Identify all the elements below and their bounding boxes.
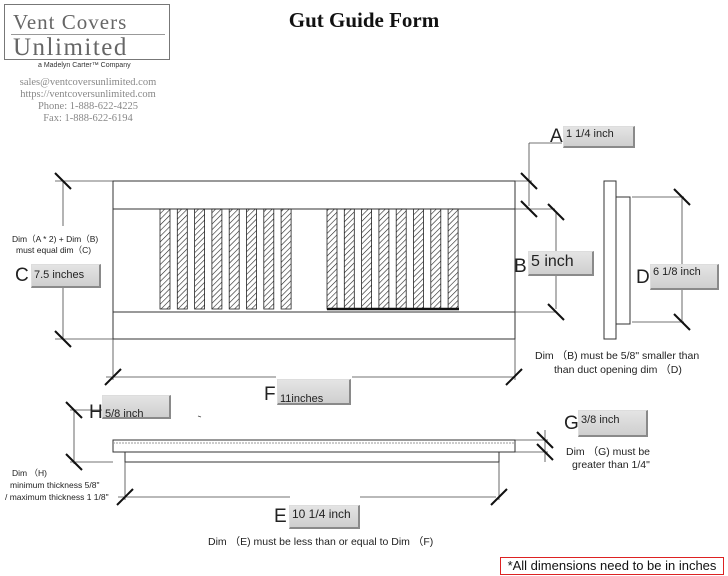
- logo-line-1: Vent Covers: [13, 10, 128, 34]
- vent-slat: [246, 208, 257, 310]
- dim-d-letter: D: [636, 267, 650, 288]
- vent-slat: [378, 208, 390, 310]
- contact-phone: Phone: 1-888-622-4225: [37, 101, 139, 112]
- front-view: [112, 180, 516, 340]
- page-title: Gut Guide Form: [288, 8, 440, 32]
- vent-slat: [361, 208, 373, 310]
- dim-f-field[interactable]: 11inches: [277, 379, 351, 405]
- note-c-line2: must equal dim（C): [16, 245, 92, 255]
- vent-slat: [263, 208, 275, 310]
- note-c-line1: Dim（A * 2) + Dim（B): [12, 234, 99, 244]
- dim-b-letter: B: [514, 256, 527, 277]
- dim-e-field[interactable]: 10 1/4 inch: [289, 505, 360, 529]
- vent-slat: [447, 208, 459, 310]
- dim-c-letter: C: [15, 265, 29, 286]
- vent-slat: [413, 208, 424, 310]
- vent-slat: [211, 208, 223, 310]
- logo-line-2: Unlimited: [13, 34, 128, 61]
- slats-left: [159, 208, 292, 310]
- dim-g-letter: G: [564, 413, 579, 434]
- dim-d-field[interactable]: 6 1/8 inch: [650, 264, 719, 290]
- note-g-line2: greater than 1/4": [572, 459, 650, 471]
- vent-slat: [430, 208, 442, 310]
- note-e: Dim （E) must be less than or equal to Di…: [208, 536, 434, 548]
- note-g-line1: Dim （G) must be: [566, 446, 651, 458]
- dim-c-field[interactable]: 7.5 inches: [31, 264, 101, 288]
- dimension-ticks: [54, 172, 691, 506]
- vent-slat: [194, 208, 206, 310]
- vent-slat: [326, 208, 338, 310]
- vent-slat: [395, 208, 407, 310]
- dim-e-letter: E: [274, 506, 287, 527]
- slats-right: [326, 208, 459, 310]
- note-b-line2: than duct opening dim （D): [554, 364, 682, 376]
- vent-slat: [228, 208, 240, 310]
- vent-slat: [343, 208, 355, 310]
- vent-slat: [159, 208, 171, 310]
- contact-website[interactable]: https://ventcoversunlimited.com: [20, 89, 156, 100]
- contact-fax: Fax: 1-888-622-6194: [43, 113, 133, 124]
- bottom-view: [70, 409, 548, 500]
- contact-email[interactable]: sales@ventcoversunlimited.com: [19, 77, 157, 88]
- company-logo: Vent Covers Unlimited: [4, 4, 170, 61]
- dim-f-letter: F: [264, 384, 276, 405]
- logo-tagline: a Madelyn Carter™ Company: [38, 62, 131, 69]
- vent-slat: [280, 208, 292, 310]
- dim-b-field[interactable]: 5 inch: [528, 251, 594, 276]
- note-h-line3: / maximum thickness 1 1/8": [5, 492, 109, 502]
- dim-a-field[interactable]: 1 1/4 inch: [563, 126, 635, 148]
- vent-slat: [176, 208, 188, 310]
- side-view: [603, 180, 631, 340]
- dimensions-disclaimer: *All dimensions need to be in inches: [500, 557, 724, 575]
- note-h-line1: Dim （H): [12, 468, 47, 478]
- note-h-line2: minimum thickness 5/8": [10, 480, 100, 490]
- dim-h-letter: H: [89, 402, 103, 423]
- dim-a-letter: A: [550, 126, 563, 147]
- dim-g-field[interactable]: 3/8 inch: [578, 410, 648, 437]
- extension-lines: [55, 142, 684, 380]
- dim-h-field[interactable]: 5/8 inch: [102, 395, 171, 419]
- note-b-line1: Dim （B) must be 5/8" smaller than: [535, 350, 700, 362]
- logo-rule: [11, 34, 165, 35]
